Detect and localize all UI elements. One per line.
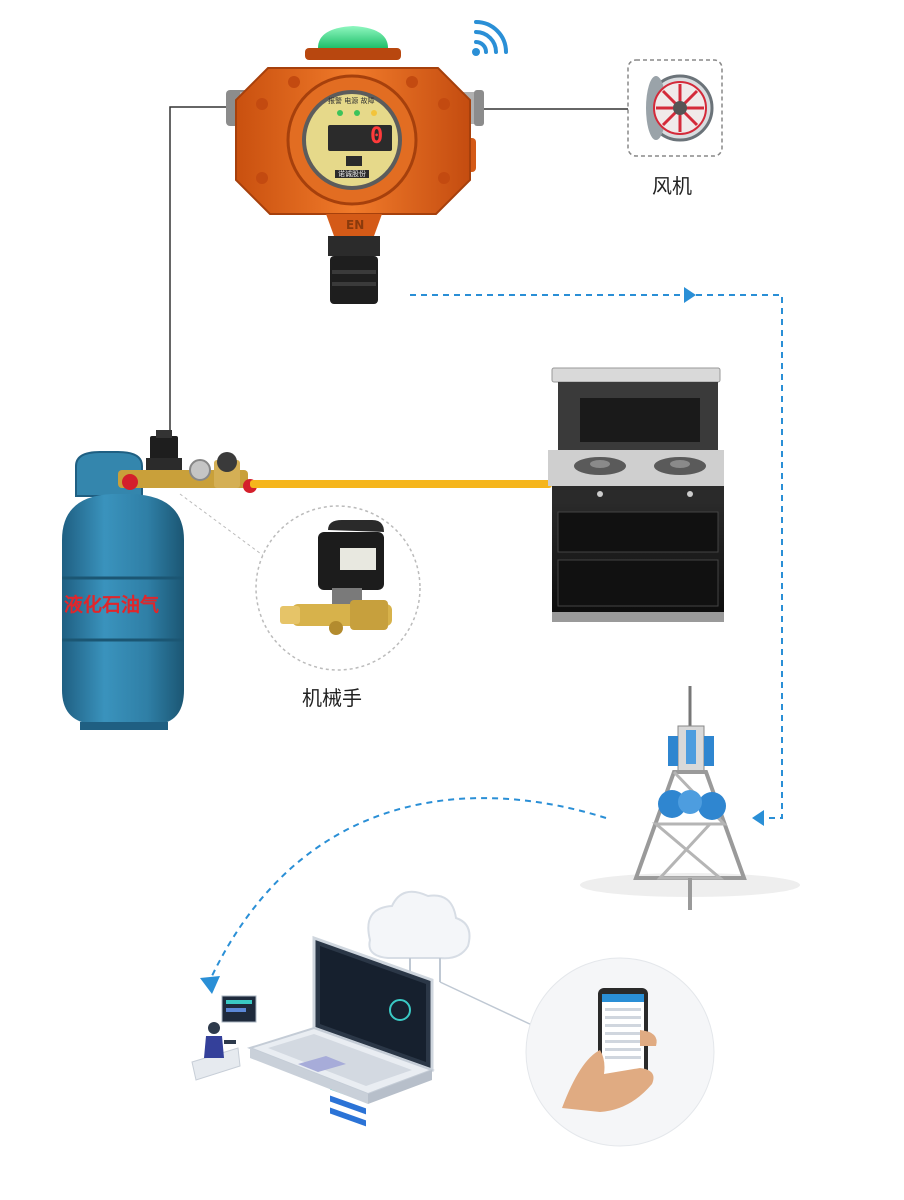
wifi-icon	[472, 20, 508, 56]
detector-brand-text: 诺诚股份	[338, 170, 366, 178]
tower-icon	[580, 686, 800, 910]
signal-path-detector-tower	[410, 294, 783, 819]
manipulator-guide-line	[179, 493, 277, 566]
signal-arrow-1	[684, 287, 696, 303]
signal-arrow-2	[752, 810, 764, 826]
detector-display-value: 0	[370, 124, 384, 149]
detector-en-mark: EN	[346, 218, 365, 232]
valve-icon	[255, 505, 421, 671]
fan-label: 风机	[652, 174, 692, 198]
tank-valve-assembly	[118, 430, 257, 493]
operator-icon	[191, 995, 257, 1081]
detector-valve-wire	[169, 106, 232, 445]
gas-detector	[226, 26, 484, 304]
fan-icon	[627, 59, 723, 157]
tank-label: 液化石油气	[64, 594, 160, 616]
signal-arrow-3	[200, 976, 220, 994]
lpg-tank	[62, 451, 184, 730]
manipulator-label: 机械手	[302, 686, 362, 710]
detector-panel-text: 报警 电源 故障	[328, 97, 375, 105]
signal-path-tower-operator	[209, 797, 607, 981]
stove	[548, 367, 724, 622]
gas-pipe	[250, 480, 552, 488]
phone-icon	[525, 957, 715, 1147]
laptop-icon	[246, 935, 435, 1127]
